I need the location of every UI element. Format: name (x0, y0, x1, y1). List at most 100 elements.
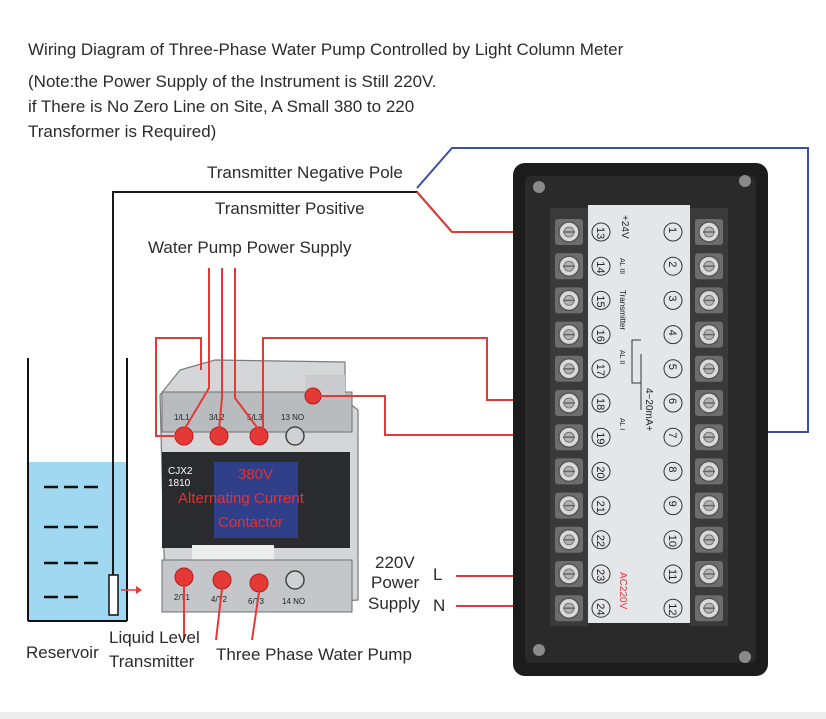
left-screw-21 (555, 492, 583, 519)
contactor-top-label-1: 1/L1 (174, 413, 190, 422)
label-three-phase-pump: Three Phase Water Pump (216, 645, 412, 664)
meter-label-4-20: 4~20mA+ (643, 388, 654, 432)
label-pump-power-supply: Water Pump Power Supply (148, 238, 352, 257)
label-reservoir: Reservoir (26, 643, 99, 662)
note-line-2: if There is No Zero Line on Site, A Smal… (28, 97, 415, 116)
left-screw-19 (555, 424, 583, 451)
label-transmitter-negative: Transmitter Negative Pole (207, 163, 403, 182)
terminal-2: 2 (663, 256, 683, 276)
contactor-top-label-4: 13 NO (281, 413, 304, 422)
terminal-2-number: 2 (666, 261, 678, 267)
right-screw-12 (695, 595, 723, 622)
transmitter-negative-wire (416, 147, 809, 433)
contactor-model-1: CJX2 (168, 466, 193, 477)
contactor-window (214, 462, 298, 538)
right-screw-6 (695, 390, 723, 416)
left-screw-15 (555, 287, 583, 314)
terminal-12-number: 12 (666, 603, 678, 615)
right-screw-8 (695, 458, 723, 485)
label-380v: 380V (238, 466, 274, 483)
terminal-10-number: 10 (666, 535, 678, 547)
meter-label-al3: AL III (618, 258, 625, 274)
terminal-23-number: 23 (594, 569, 606, 581)
terminal-21: 21 (591, 496, 611, 516)
terminal-T2 (212, 570, 232, 590)
terminal-1: 1 (663, 222, 683, 242)
meter-label-al1: AL I (618, 418, 625, 430)
terminal-19-number: 19 (594, 432, 606, 444)
left-screw-22 (555, 526, 583, 553)
terminal-16: 16 (591, 325, 611, 345)
left-screw-16 (555, 321, 583, 348)
left-screw-24 (555, 595, 583, 622)
right-screw-10 (695, 526, 723, 553)
terminal-15-number: 15 (594, 295, 606, 307)
label-supply: Supply (368, 594, 420, 613)
terminal-14-number: 14 (594, 261, 606, 273)
terminal-13-number: 13 (594, 227, 606, 239)
right-screw-5 (695, 355, 723, 382)
terminal-6: 6 (663, 393, 683, 413)
meter-label-al2: AL II (618, 350, 625, 364)
contactor-model-2: 1810 (168, 478, 191, 489)
contactor-bottom-label-4: 14 NO (282, 597, 305, 606)
right-screw-7 (695, 424, 723, 451)
terminal-17-number: 17 (594, 364, 606, 376)
right-screw-9 (695, 492, 723, 519)
right-screw-2 (695, 253, 723, 280)
terminal-5-number: 5 (666, 364, 678, 370)
reservoir (27, 358, 142, 622)
terminal-4-number: 4 (666, 330, 678, 336)
terminal-10: 10 (663, 530, 683, 550)
label-transmitter: Transmitter (109, 652, 195, 671)
note-line-3: Transformer is Required) (28, 122, 217, 141)
contactor-bottom-label-2: 4/T2 (211, 595, 228, 604)
terminal-13: 13 (591, 222, 611, 242)
contactor-bottom-label-3: 6/T3 (248, 597, 265, 606)
terminal-24: 24 (591, 598, 611, 618)
terminal-9-number: 9 (666, 501, 678, 507)
terminal-24-number: 24 (594, 603, 606, 615)
terminal-7-number: 7 (666, 432, 678, 438)
label-transmitter-positive: Transmitter Positive (215, 199, 365, 218)
label-line-L: L (433, 565, 443, 584)
label-liquid-level: Liquid Level (109, 628, 200, 647)
terminal-T3 (249, 573, 269, 593)
terminal-15: 15 (591, 290, 611, 310)
terminal-18: 18 (591, 393, 611, 413)
terminal-9: 9 (663, 496, 683, 516)
left-screw-23 (555, 561, 583, 587)
left-screw-14 (555, 253, 583, 280)
terminal-23: 23 (591, 564, 611, 584)
label-220v: 220V (375, 553, 415, 572)
terminal-16-number: 16 (594, 330, 606, 342)
terminal-5: 5 (663, 359, 683, 379)
right-screw-1 (695, 219, 723, 245)
terminal-3-number: 3 (666, 295, 678, 301)
terminal-11: 11 (663, 564, 683, 584)
label-alternating-current: Alternating Current (178, 490, 304, 507)
meter-label-ac220: AC220V (617, 572, 628, 610)
left-screw-13 (555, 219, 583, 245)
right-screw-3 (695, 287, 723, 314)
meter-label-24v: +24V (619, 215, 630, 239)
left-screw-18 (555, 390, 583, 416)
right-screw-11 (695, 561, 723, 587)
terminal-20: 20 (591, 461, 611, 481)
label-line-N: N (433, 596, 446, 615)
left-screw-17 (555, 355, 583, 382)
label-power: Power (371, 573, 420, 592)
terminal-21-number: 21 (594, 501, 606, 513)
label-contactor: Contactor (218, 514, 284, 531)
terminal-6-number: 6 (666, 398, 678, 404)
contactor: 1/L1 3/L2 5/L3 13 NO 2/T1 4/T2 6/T3 14 N… (159, 359, 359, 613)
terminal-14: 14 (591, 256, 611, 276)
terminal-11-number: 11 (666, 569, 678, 580)
left-screw-20 (555, 458, 583, 485)
terminal-12: 12 (663, 598, 683, 618)
terminal-20-number: 20 (594, 466, 606, 478)
terminal-1-number: 1 (666, 227, 678, 233)
right-screw-4 (695, 321, 723, 348)
terminal-22-number: 22 (594, 535, 606, 547)
